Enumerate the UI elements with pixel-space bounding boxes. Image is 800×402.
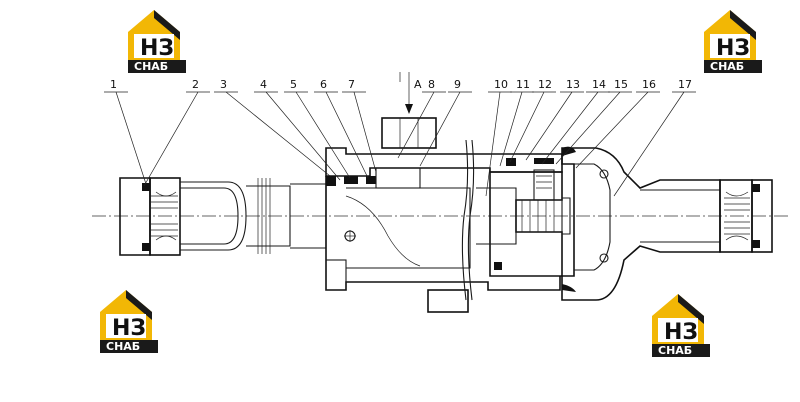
logo-word: СНАБ xyxy=(658,344,692,357)
callout-label-12: 12 xyxy=(538,78,552,91)
callout-label-5: 5 xyxy=(290,78,297,91)
callout-leader xyxy=(342,91,377,173)
callout-leader xyxy=(525,91,584,161)
callout-leader xyxy=(143,91,210,187)
logo-top-right: НЗ СНАБ xyxy=(704,10,762,73)
callout-label-8: 8 xyxy=(428,78,435,91)
callout-label-2: 2 xyxy=(192,78,199,91)
callout-leader xyxy=(485,91,512,197)
callout-leader xyxy=(397,91,446,159)
callout-label-6: 6 xyxy=(320,78,327,91)
logo-word: СНАБ xyxy=(710,60,744,73)
logo-top-left: НЗ СНАБ xyxy=(128,10,186,73)
callout-label-16: 16 xyxy=(642,78,656,91)
callout-leader xyxy=(284,91,351,179)
logo-letters: НЗ xyxy=(664,320,698,345)
callout-leader xyxy=(314,91,369,179)
logo-letters: НЗ xyxy=(140,36,174,61)
callout-label-10: 10 xyxy=(494,78,508,91)
callout-leader xyxy=(254,91,341,181)
callout-leader xyxy=(575,91,660,169)
section-label: A xyxy=(414,78,422,91)
callout-label-7: 7 xyxy=(348,78,355,91)
logo-word: СНАБ xyxy=(134,60,168,73)
left-flange xyxy=(119,177,247,256)
callout-label-1: 1 xyxy=(110,78,117,91)
callout-label-11: 11 xyxy=(516,78,530,91)
callout-label-3: 3 xyxy=(220,78,227,91)
callout-leader xyxy=(214,91,331,177)
callout-leader xyxy=(613,91,696,197)
callout-leader xyxy=(499,91,534,167)
right-yoke xyxy=(561,147,721,301)
right-flange xyxy=(719,179,773,253)
logo-letters: НЗ xyxy=(112,316,146,341)
callout-leader xyxy=(541,91,610,165)
callout-label-17: 17 xyxy=(678,78,692,91)
logo-bottom-left: НЗ СНАБ xyxy=(100,290,158,353)
callout-label-14: 14 xyxy=(592,78,606,91)
callout-leader xyxy=(509,91,556,163)
logo-word: СНАБ xyxy=(106,340,140,353)
right-cylinder xyxy=(476,146,576,292)
callout-leader xyxy=(555,91,632,165)
callout-label-13: 13 xyxy=(566,78,580,91)
callout-leader xyxy=(104,91,147,185)
callout-label-9: 9 xyxy=(454,78,461,91)
callout-leader xyxy=(419,91,472,167)
section-mark-a: A xyxy=(399,72,422,114)
callout-label-15: 15 xyxy=(614,78,628,91)
main-housing xyxy=(325,117,563,313)
callout-label-4: 4 xyxy=(260,78,267,91)
logo-bottom-right: НЗ СНАБ xyxy=(652,294,710,357)
logo-letters: НЗ xyxy=(716,36,750,61)
